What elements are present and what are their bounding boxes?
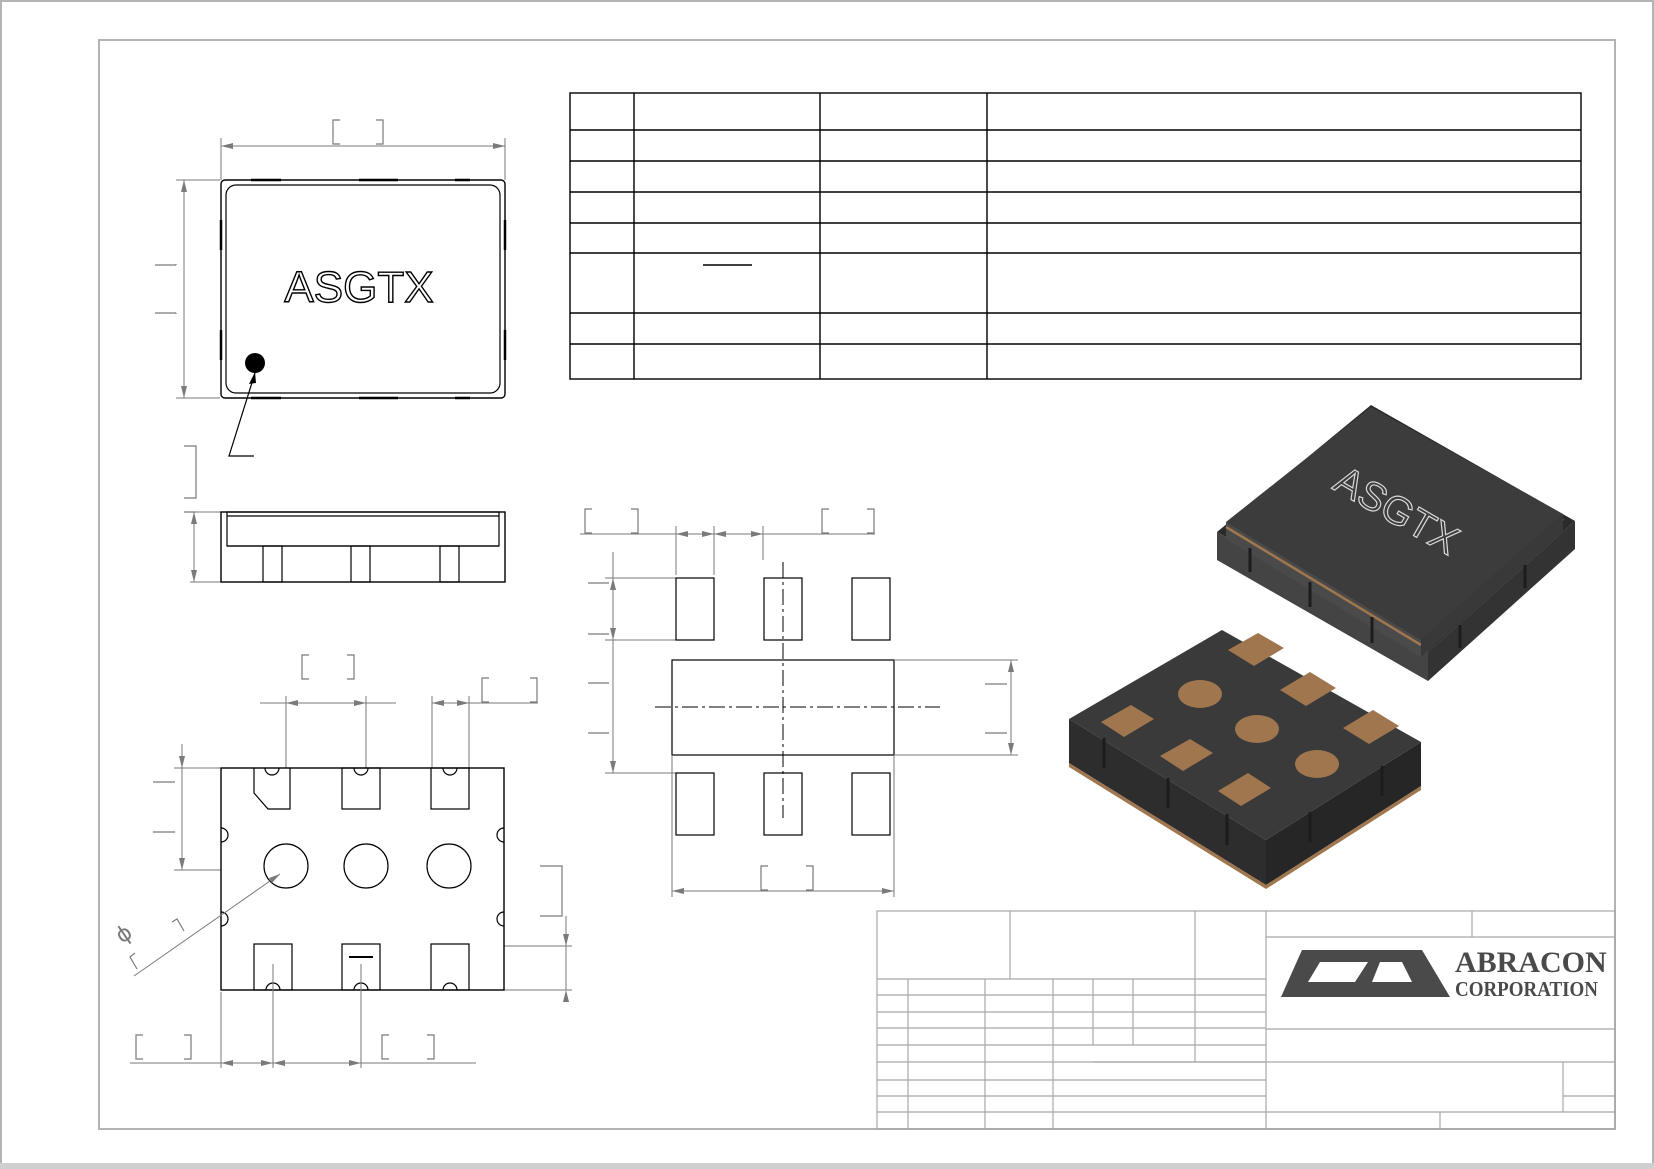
top-view: ASGTX — [155, 119, 507, 457]
abracon-logo-mark — [1281, 950, 1450, 997]
pin-table — [569, 92, 1582, 380]
title-block — [876, 910, 1616, 1130]
package-3d-bottom-render — [1069, 630, 1421, 889]
side-view — [184, 445, 506, 583]
top-view-marking: ASGTX — [284, 263, 433, 312]
company-subname: CORPORATION — [1455, 977, 1598, 1001]
bottom-view: ϕ — [111, 654, 572, 1068]
land-pattern — [580, 508, 1018, 897]
diameter-symbol: ϕ — [111, 920, 137, 949]
abracon-logo: ABRACON CORPORATION — [1281, 946, 1607, 1001]
package-3d-top-render: ASGTX — [1217, 405, 1575, 681]
company-name: ABRACON — [1455, 946, 1607, 979]
pin1-indicator-dot — [245, 353, 265, 373]
